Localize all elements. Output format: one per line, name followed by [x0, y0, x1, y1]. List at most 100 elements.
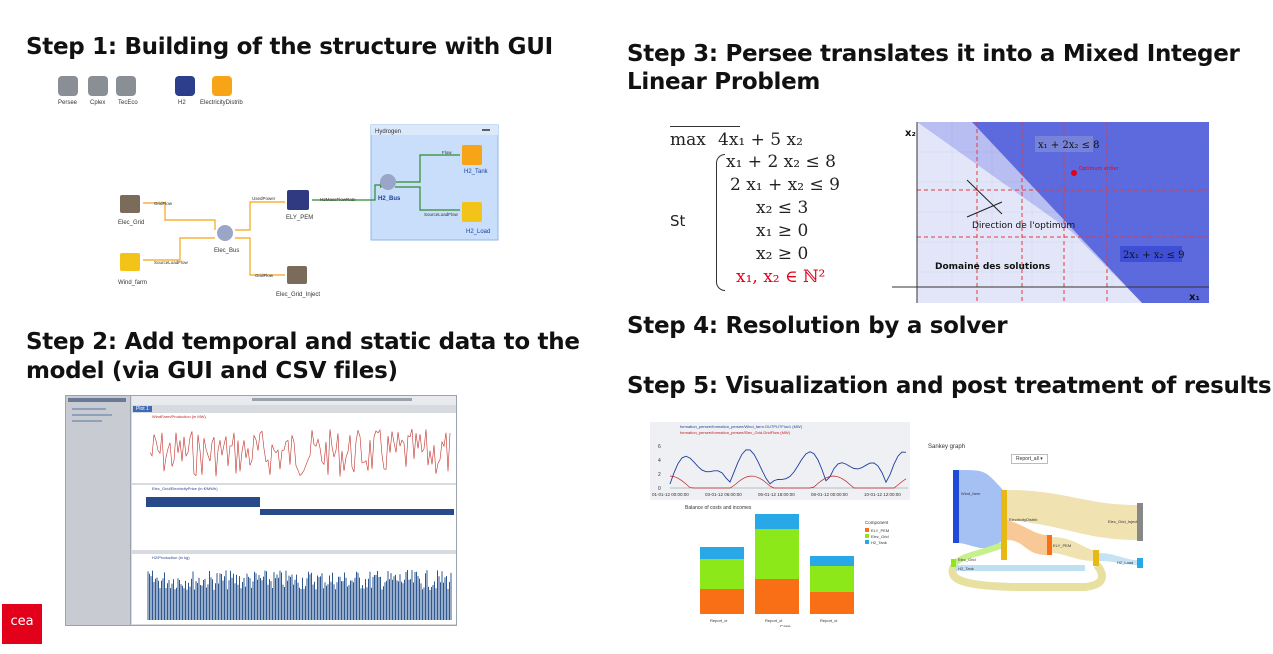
- ts-x-tick: 01-01-12 00:00:00: [652, 492, 689, 497]
- bar-segment: [700, 559, 744, 589]
- wind-production-panel: WindFarm/Production (in MW): [132, 413, 456, 483]
- elec-bus-node[interactable]: [217, 225, 233, 241]
- h2-bus-node[interactable]: [380, 174, 396, 190]
- sankey-link-tank-loop: [948, 562, 1106, 591]
- elec-grid-label: Elec_Grid: [118, 220, 144, 226]
- bar-legend-label: Elec_Grid: [871, 534, 889, 539]
- bar-legend-label: ELY_PEM: [871, 528, 889, 533]
- timeseries-panel: formation_persee/formation_persee/Wind_f…: [650, 422, 910, 500]
- st-label: St: [670, 212, 686, 230]
- bar-category-label: Report_ct: [820, 618, 838, 623]
- h2-production-title: H2/Production (in kg): [152, 555, 190, 560]
- results-charts: formation_persee/formation_persee/Wind_f…: [650, 422, 910, 627]
- h2-load-node[interactable]: [462, 202, 482, 222]
- bar-legend-swatch: [865, 528, 869, 532]
- wind-production-line: [149, 428, 451, 477]
- sankey-link-ely: [1007, 520, 1047, 555]
- flow-label-sourceloadflow: SourceLoadFlow: [154, 260, 189, 265]
- price-high-block: [146, 497, 260, 507]
- elec-grid-inject-node[interactable]: [287, 266, 307, 284]
- cea-logo: cea: [2, 604, 42, 644]
- hydrogen-group-title: Hydrogen: [375, 129, 401, 135]
- timeseries-title-1: formation_persee/formation_persee/Wind_f…: [680, 424, 803, 429]
- elec-grid-node[interactable]: [120, 195, 140, 213]
- direction-line: [966, 179, 1003, 215]
- lightning-icon[interactable]: [212, 76, 232, 96]
- ely-pem-label: ELY_PEM: [286, 215, 313, 221]
- h2-tank-label: H2_Tank: [464, 169, 489, 175]
- gui-tree-item[interactable]: [72, 414, 112, 416]
- bar-segment: [810, 592, 854, 614]
- tool-label-cplex: Cplex: [90, 100, 106, 106]
- x-axis-label: x₁: [1189, 292, 1200, 303]
- bar-segment: [755, 514, 799, 529]
- sankey-label-electricitydistrib: ElectricityDistrib: [1009, 517, 1038, 522]
- ts-x-tick: 08-01-12 00:00:00: [811, 492, 848, 497]
- constraint-2: 2 x₁ + x₂ ≤ 9: [730, 175, 840, 195]
- constraint-4: x₁ ≥ 0: [756, 221, 809, 241]
- cplex-gear-icon[interactable]: [88, 76, 108, 96]
- gui-toolbar-slider[interactable]: [252, 398, 412, 401]
- h2-icon[interactable]: [175, 76, 195, 96]
- sankey-select[interactable]: Report_all ▾: [1011, 454, 1048, 464]
- tool-label-persee: Persee: [58, 100, 78, 106]
- sankey-node-elec-grid-inject[interactable]: [1137, 503, 1143, 541]
- plot-tab[interactable]: Plot 1: [133, 406, 152, 412]
- price-low-block: [260, 509, 454, 515]
- sankey-label-h2-tank: H2_Tank: [958, 566, 974, 571]
- h2-bus-label: H2_Bus: [378, 196, 401, 202]
- lp-feasible-region-plot: x₂ x₁ Optimum entier x₁ + 2x₂ ≤ 8 2x₁ + …: [892, 122, 1209, 303]
- structure-graph: Hydrogen Elec_Grid Wind_farm Elec_Bus EL…: [118, 124, 499, 298]
- sankey-node-elec-grid[interactable]: [951, 559, 956, 567]
- gui-toolbar[interactable]: [132, 396, 456, 405]
- h2-production-panel: H2/Production (in kg): [132, 554, 456, 624]
- electric-connections: [143, 201, 285, 276]
- bar-legend-title: Component: [865, 520, 889, 525]
- wind-production-title: WindFarm/Production (in MW): [152, 414, 206, 419]
- sankey-link-h2-load: [1099, 553, 1137, 565]
- elec-grid-inject-label: Elec_Grid_Inject: [276, 292, 320, 298]
- sankey-node-ely-pem[interactable]: [1047, 535, 1052, 555]
- flow-label-usedpower: UsedPower: [252, 196, 276, 201]
- sankey-diagram: Wind_farm ElectricityDistrib Elec_Grid_I…: [948, 470, 1143, 591]
- optimum-point: [1071, 170, 1077, 176]
- sankey-link-h2: [1051, 537, 1095, 561]
- bar-segment: [755, 529, 799, 579]
- sankey-node-h2-tank[interactable]: [1093, 550, 1099, 566]
- constraint-brace: [716, 154, 725, 291]
- bar-segment: [700, 589, 744, 614]
- ts-x-tick: 10-01-12 12:00:00: [864, 492, 901, 497]
- sankey-node-wind-farm[interactable]: [953, 470, 959, 543]
- persee-gear-icon[interactable]: [58, 76, 78, 96]
- ts-y-tick: 2: [658, 472, 661, 478]
- wind-production-chart: [149, 428, 451, 477]
- tececo-gear-icon[interactable]: [116, 76, 136, 96]
- y-axis-label: x₂: [905, 128, 916, 139]
- sankey-node-electricitydistrib[interactable]: [1001, 490, 1007, 560]
- gui-tree-item[interactable]: [72, 408, 106, 410]
- cea-logo-text: cea: [10, 614, 34, 629]
- constraint-3: x₂ ≤ 3: [756, 198, 809, 218]
- gui-tree-panel[interactable]: [66, 396, 131, 625]
- wind-farm-node[interactable]: [120, 253, 140, 271]
- data-gui-screenshot: Plot 1 WindFarm/Production (in MW) Elec_…: [65, 395, 457, 626]
- bar-segment: [700, 547, 744, 559]
- tool-label-electricitydistrib: ElectricityDistrib: [200, 100, 243, 106]
- constraint-1: x₁ + 2 x₂ ≤ 8: [726, 152, 836, 172]
- h2-production-chart: [147, 570, 452, 620]
- domain-label: Domaine des solutions: [935, 262, 1050, 272]
- ts-y-tick: 4: [658, 458, 661, 464]
- ts-y-tick: 0: [658, 486, 661, 492]
- sankey-node-h2-load[interactable]: [1137, 558, 1143, 568]
- step2-heading-line2: model (via GUI and CSV files): [26, 358, 398, 384]
- sankey-link-grid-inject: [1007, 490, 1137, 540]
- sankey-select-value: Report_all: [1016, 456, 1039, 462]
- structure-diagram: Persee Cplex TecEco H2 ElectricityDistri…: [50, 70, 510, 305]
- ely-pem-node[interactable]: [287, 190, 309, 210]
- sankey-link-wind: [959, 470, 1003, 549]
- h2-tank-node[interactable]: [462, 145, 482, 165]
- sankey-label-elec-grid-inject: Elec_Grid_Inject: [1108, 519, 1138, 524]
- direction-label: Direction de l'optimum: [972, 221, 1075, 231]
- gui-tree-item[interactable]: [72, 420, 102, 422]
